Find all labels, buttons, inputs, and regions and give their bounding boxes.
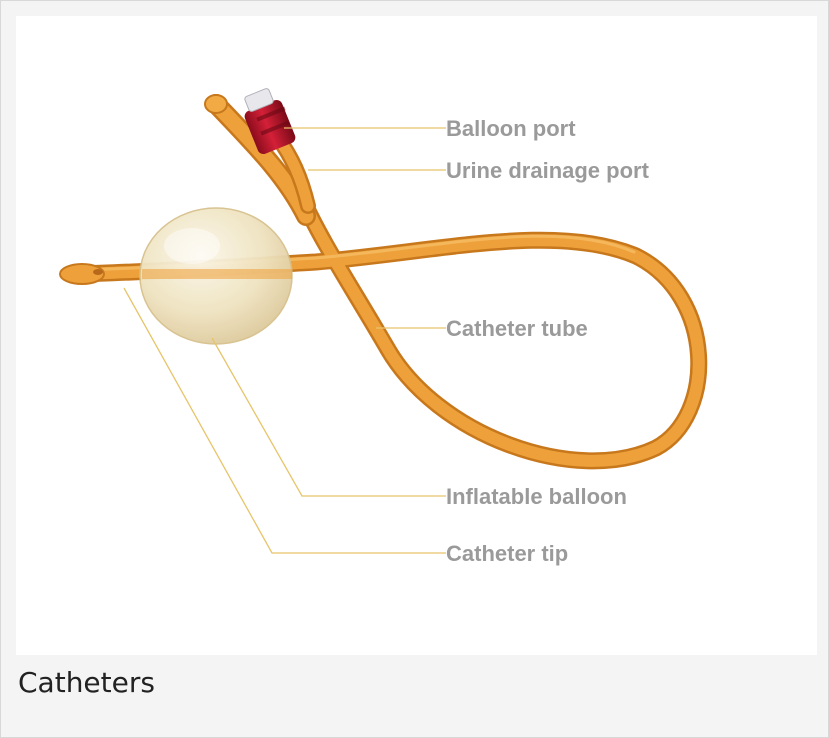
label-urine-drainage-port: Urine drainage port [446, 158, 650, 183]
catheter-illustration: Balloon port Urine drainage port Cathete… [16, 16, 817, 655]
label-balloon-port: Balloon port [446, 116, 576, 141]
catheter-tip [60, 264, 104, 284]
inflatable-balloon [140, 208, 292, 344]
label-inflatable-balloon: Inflatable balloon [446, 484, 627, 509]
catheter-diagram: Balloon port Urine drainage port Cathete… [16, 16, 817, 655]
label-catheter-tip: Catheter tip [446, 541, 568, 566]
label-catheter-tube: Catheter tube [446, 316, 588, 341]
figure-caption: Catheters [18, 659, 155, 707]
